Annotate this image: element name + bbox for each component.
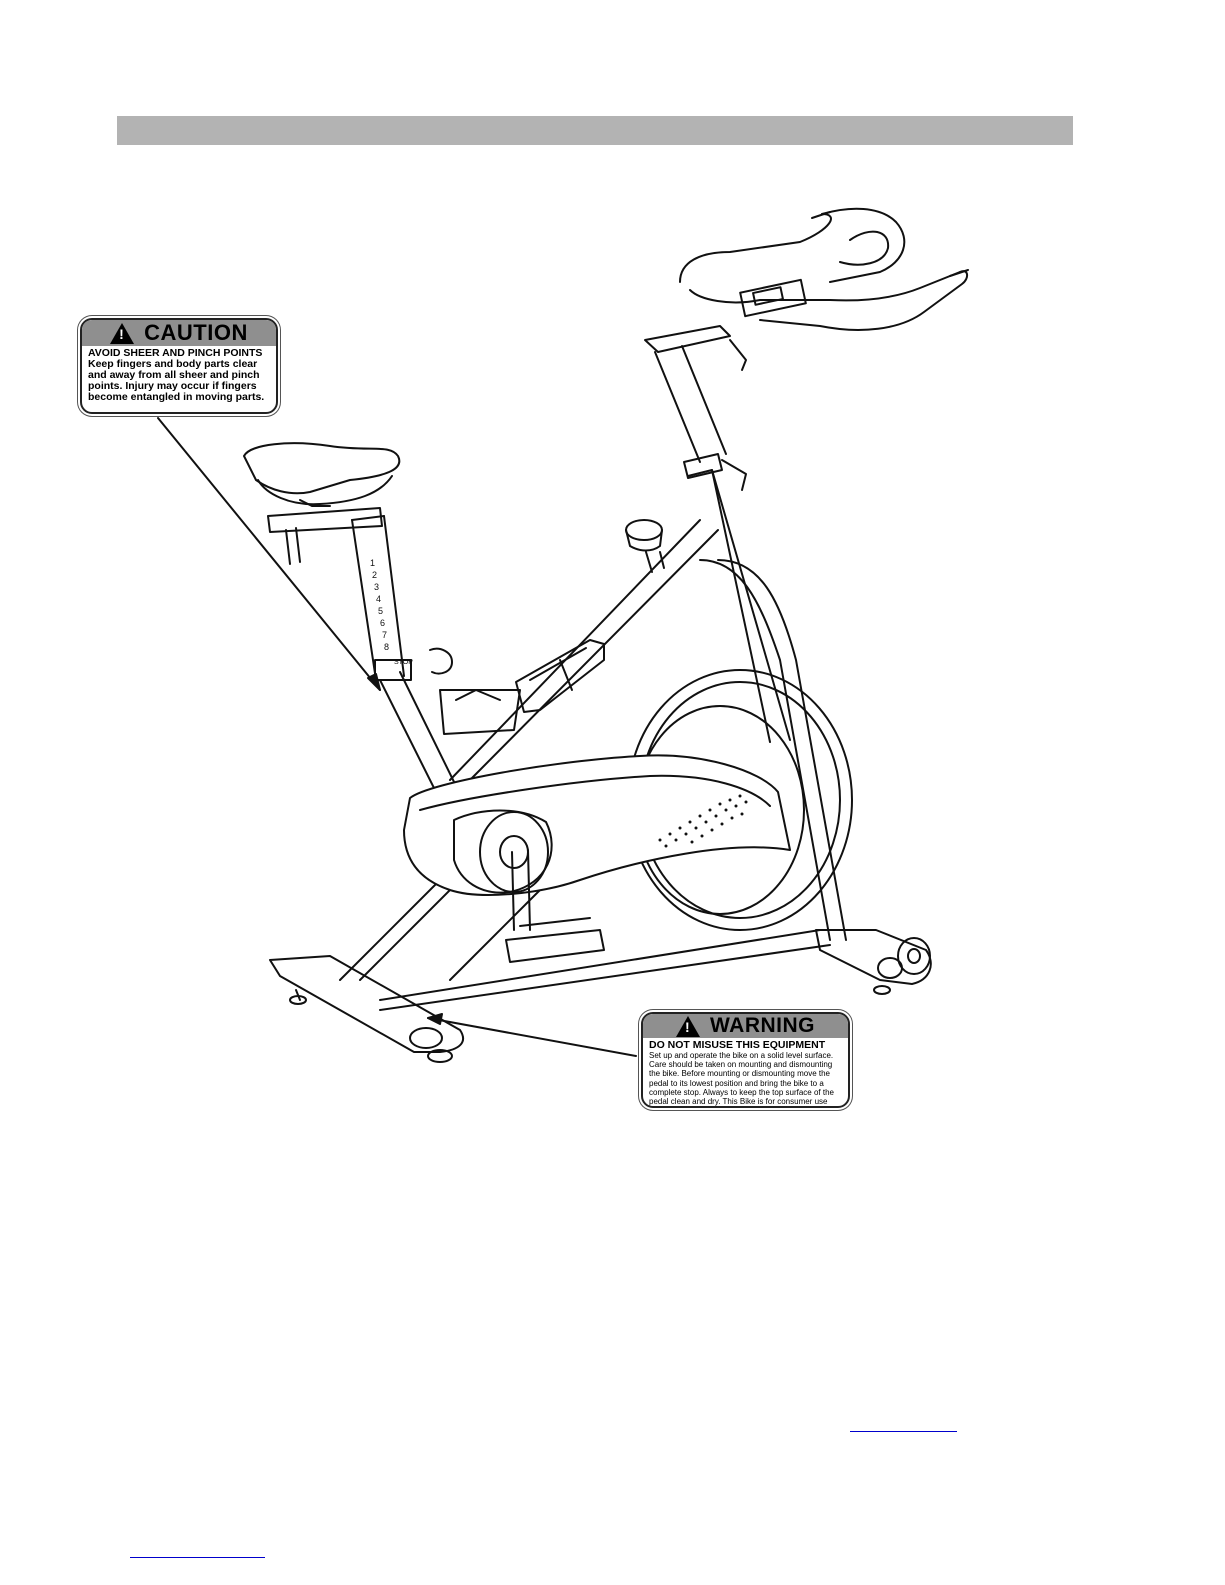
scale-mark-2: 2 xyxy=(372,570,377,580)
scale-mark-4: 4 xyxy=(376,594,381,604)
scale-mark-7: 7 xyxy=(382,630,387,640)
scale-mark-8: 8 xyxy=(384,642,389,652)
scale-mark-6: 6 xyxy=(380,618,385,628)
seat-post-scale: 1 2 3 4 5 6 7 8 STOP xyxy=(370,558,413,666)
caution-label: CAUTION AVOID SHEER AND PINCH POINTS Kee… xyxy=(80,318,278,414)
seat-post xyxy=(351,515,453,681)
caution-header: CAUTION xyxy=(82,320,276,346)
caution-body: Keep fingers and body parts clear and aw… xyxy=(88,358,265,403)
warning-title: WARNING xyxy=(710,1014,815,1037)
caution-arrow xyxy=(157,417,381,691)
warning-triangle-icon xyxy=(676,1015,700,1037)
bottle-cage xyxy=(515,639,605,713)
warning-body: Set up and operate the bike on a solid l… xyxy=(649,1051,834,1107)
hyperlink-underline-footer[interactable] xyxy=(130,1557,265,1558)
warning-header: WARNING xyxy=(643,1014,848,1038)
handlebar-stem xyxy=(644,325,747,491)
handlebar xyxy=(679,207,969,331)
caution-title: CAUTION xyxy=(144,320,248,345)
warning-triangle-icon xyxy=(110,322,135,344)
warning-subtitle: DO NOT MISUSE THIS EQUIPMENT xyxy=(649,1039,826,1051)
stabilizers xyxy=(269,929,932,1063)
scale-mark-3: 3 xyxy=(374,582,379,592)
caution-subtitle: AVOID SHEER AND PINCH POINTS xyxy=(88,347,263,359)
bike-frame xyxy=(339,469,847,1011)
scale-mark-5: 5 xyxy=(378,606,383,616)
chain-guard xyxy=(403,754,791,896)
crank-and-pedals xyxy=(439,689,605,963)
scale-stop: STOP xyxy=(394,659,413,666)
chain-guard-vents xyxy=(658,794,748,848)
seat xyxy=(243,442,401,565)
warning-label: WARNING DO NOT MISUSE THIS EQUIPMENT Set… xyxy=(641,1012,850,1108)
resistance-knob xyxy=(625,519,665,573)
warning-arrow xyxy=(427,1013,637,1057)
scale-mark-1: 1 xyxy=(370,558,375,568)
section-header-bar xyxy=(117,116,1073,145)
hyperlink-underline[interactable] xyxy=(850,1431,957,1432)
